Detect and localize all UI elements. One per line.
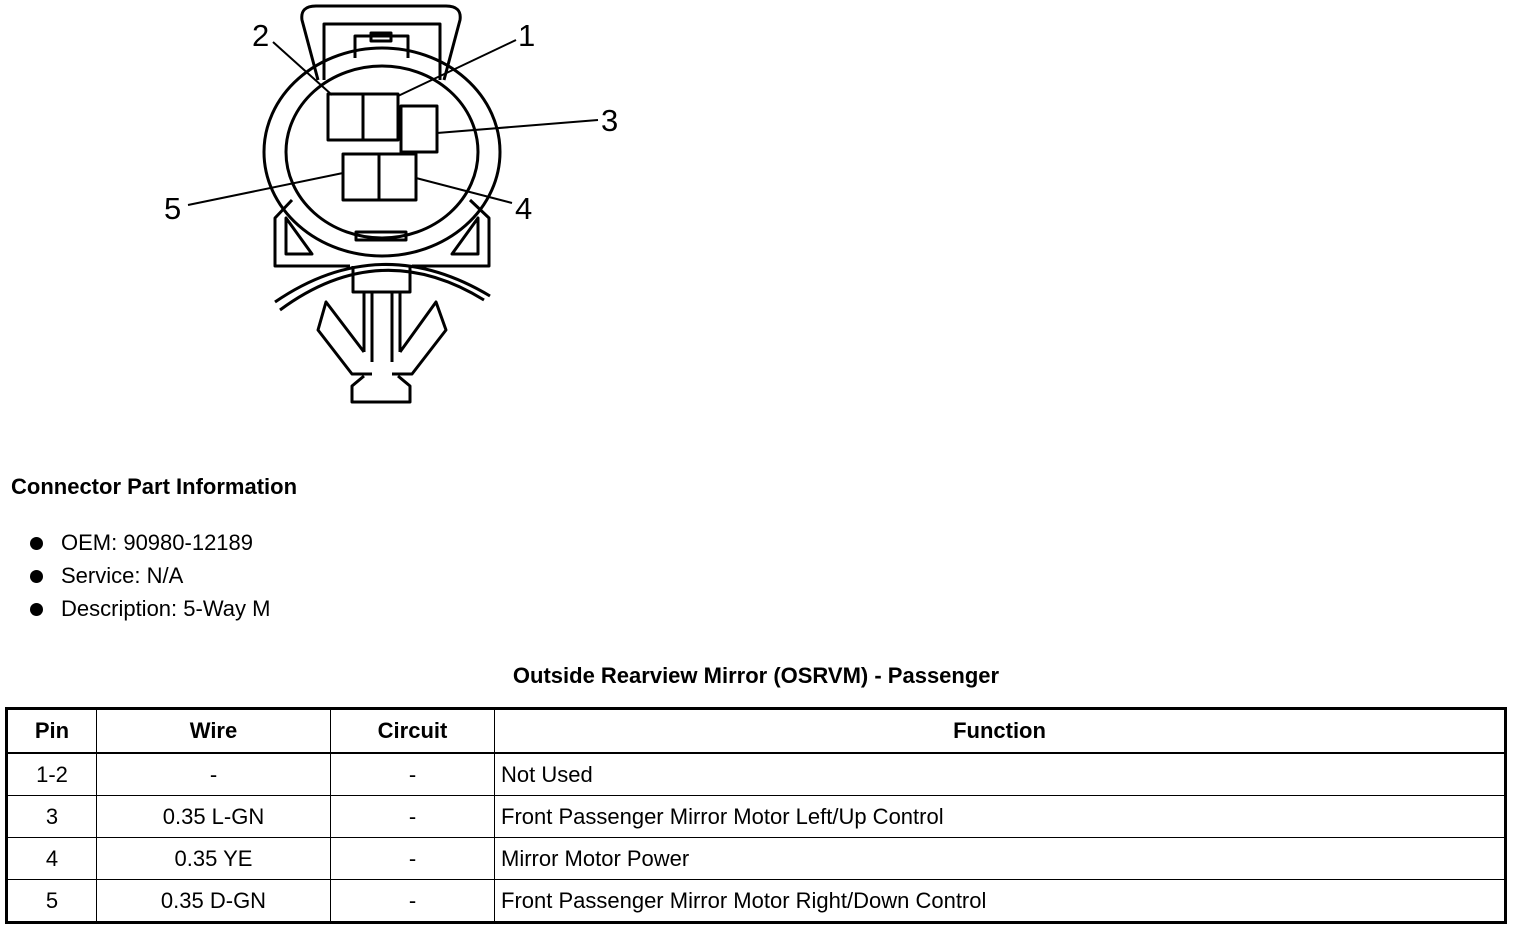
header-function: Function [494, 708, 1506, 754]
push-pin-right-barb [392, 300, 448, 376]
cell-circuit: - [330, 795, 495, 838]
leader-line-2 [272, 41, 333, 96]
connector-latch [300, 4, 462, 81]
table-row: 3 0.35 L-GN - Front Passenger Mirror Mot… [6, 795, 1506, 838]
list-item: Description: 5-Way M [28, 594, 270, 627]
connector-inner-ring [284, 64, 480, 240]
header-wire: Wire [96, 708, 331, 754]
cell-pin: 1-2 [6, 752, 97, 796]
latch-tab [353, 34, 410, 58]
cavity-pin-3 [399, 104, 439, 154]
cell-wire: 0.35 L-GN [96, 795, 331, 838]
clip-arm [274, 263, 491, 312]
table-row: 5 0.35 D-GN - Front Passenger Mirror Mot… [6, 879, 1506, 923]
bullet-icon [30, 603, 43, 616]
pin-label-5: 5 [164, 191, 181, 226]
table-row: 4 0.35 YE - Mirror Motor Power [6, 837, 1506, 880]
cell-wire: - [96, 752, 331, 796]
table-header-row: Pin Wire Circuit Function [6, 708, 1506, 754]
leader-line-3 [436, 119, 599, 134]
cell-wire: 0.35 YE [96, 837, 331, 880]
pin-label-4: 4 [515, 191, 532, 226]
cell-function: Front Passenger Mirror Motor Left/Up Con… [494, 795, 1506, 838]
cell-function: Not Used [494, 752, 1506, 796]
connector-info-list: OEM: 90980-12189 Service: N/A Descriptio… [28, 528, 270, 627]
cell-circuit: - [330, 837, 495, 880]
right-bracket-inner [450, 216, 480, 256]
cavity-pin-2 [326, 92, 365, 142]
cell-circuit: - [330, 879, 495, 923]
table-row: 1-2 - - Not Used [6, 752, 1506, 796]
connector-info-title: Connector Part Information [11, 474, 298, 499]
cell-pin: 3 [6, 795, 97, 838]
cell-wire: 0.35 D-GN [96, 879, 331, 923]
bullet-icon [30, 570, 43, 583]
header-pin: Pin [6, 708, 97, 754]
latch-notch [369, 31, 393, 43]
cavity-pin-1 [361, 92, 400, 142]
header-circuit: Circuit [330, 708, 495, 754]
push-pin-head [350, 374, 412, 404]
pinout-table: Pin Wire Circuit Function 1-2 - - Not Us… [5, 707, 1507, 924]
oem-part: OEM: 90980-12189 [61, 530, 254, 555]
cell-pin: 4 [6, 837, 97, 880]
push-pin-left-barb [316, 300, 372, 376]
cavity-pin-5 [341, 152, 381, 202]
cell-circuit: - [330, 752, 495, 796]
left-bracket-inner [284, 216, 314, 256]
list-item: Service: N/A [28, 561, 270, 594]
connector-latch-inner [322, 22, 442, 80]
connector-neck [351, 266, 412, 294]
cell-function: Mirror Motor Power [494, 837, 1506, 880]
push-pin-stem [362, 292, 402, 362]
description: Description: 5-Way M [61, 596, 271, 621]
list-item: OEM: 90980-12189 [28, 528, 270, 561]
pin-label-3: 3 [601, 103, 618, 138]
connector-face-diagram: 2 1 3 5 4 [164, 4, 618, 404]
bullet-icon [30, 537, 43, 550]
cell-pin: 5 [6, 879, 97, 923]
table-title: Outside Rearview Mirror (OSRVM) - Passen… [512, 663, 1000, 688]
cavity-pin-4 [377, 152, 418, 202]
key-slot [354, 230, 408, 242]
connector-outer-ring [262, 46, 502, 258]
leader-line-1 [397, 39, 517, 97]
service-part: Service: N/A [61, 563, 184, 588]
pin-label-1: 1 [518, 18, 535, 53]
leader-line-5 [187, 172, 344, 206]
leader-line-4 [415, 177, 513, 204]
cell-function: Front Passenger Mirror Motor Right/Down … [494, 879, 1506, 923]
pin-label-2: 2 [252, 18, 269, 53]
